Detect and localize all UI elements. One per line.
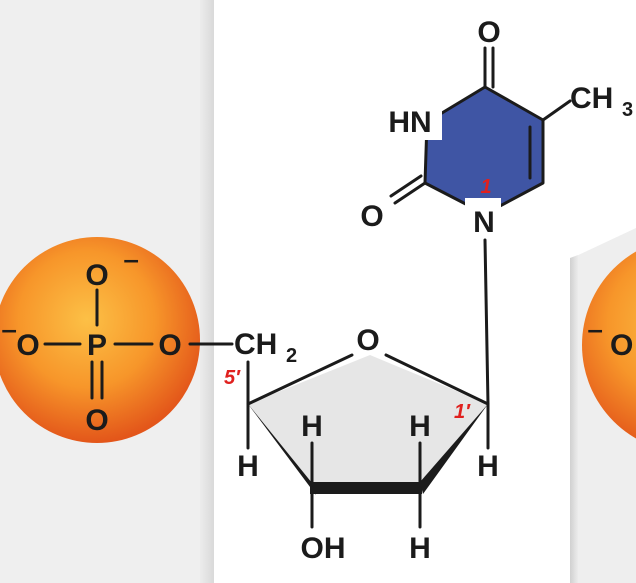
hn-mask	[380, 100, 442, 140]
charge-p-o-left: −	[0, 319, 18, 344]
sugar-front-wedge-right	[420, 404, 488, 494]
atom-p: P	[87, 329, 107, 362]
next-phosphate-sphere	[582, 251, 636, 439]
atom-n1: N	[473, 206, 495, 239]
atom-methyl-sub: 3	[622, 99, 633, 121]
atom-hn: HN	[388, 106, 431, 139]
sugar-ring	[248, 355, 488, 488]
atom-p-o-left: O	[16, 329, 39, 362]
atom-p-o-bottom: O	[85, 404, 108, 437]
bond-c2-o-2	[389, 174, 423, 198]
bond-c5-ch3	[541, 99, 572, 122]
left-panel-edge	[200, 0, 214, 583]
charge-p-o-top: −	[122, 249, 140, 274]
bond-c2-o	[393, 181, 427, 205]
atom-p-o-top: O	[85, 259, 108, 292]
atom-ch2-ch: CH	[234, 328, 277, 361]
atom-next-o: O	[610, 329, 633, 362]
glycosidic-bond	[483, 238, 490, 406]
atom-ring-o: O	[356, 324, 379, 357]
atom-carbonyl-top-o: O	[477, 16, 500, 49]
atom-h-c3-down: H	[409, 532, 431, 565]
atom-h-c4-up: H	[301, 410, 323, 443]
atom-oh: OH	[301, 532, 346, 565]
atom-ch2-sub: 2	[286, 345, 297, 367]
atom-p-o-right: O	[158, 329, 181, 362]
sugar-back-edge-right	[384, 353, 490, 406]
label-sugar-c5: 5′	[224, 367, 241, 389]
n1-mask	[465, 198, 501, 238]
atom-h-c5-down: H	[237, 450, 259, 483]
phosphate-sphere	[0, 237, 200, 443]
sugar-front-wedge-left	[248, 404, 316, 495]
atom-carbonyl-left-o: O	[360, 200, 383, 233]
label-sugar-c1: 1′	[454, 401, 471, 423]
atom-h-c1-down: H	[477, 450, 499, 483]
charge-next-o: −	[586, 319, 604, 344]
sugar-back-edge-left	[246, 353, 354, 406]
atom-methyl-ch: CH	[570, 82, 613, 115]
label-base-n1: 1	[480, 176, 491, 198]
right-panel-edge	[570, 255, 578, 583]
atom-h-c2-up: H	[409, 410, 431, 443]
sugar-front-edge-bottom	[310, 482, 422, 494]
